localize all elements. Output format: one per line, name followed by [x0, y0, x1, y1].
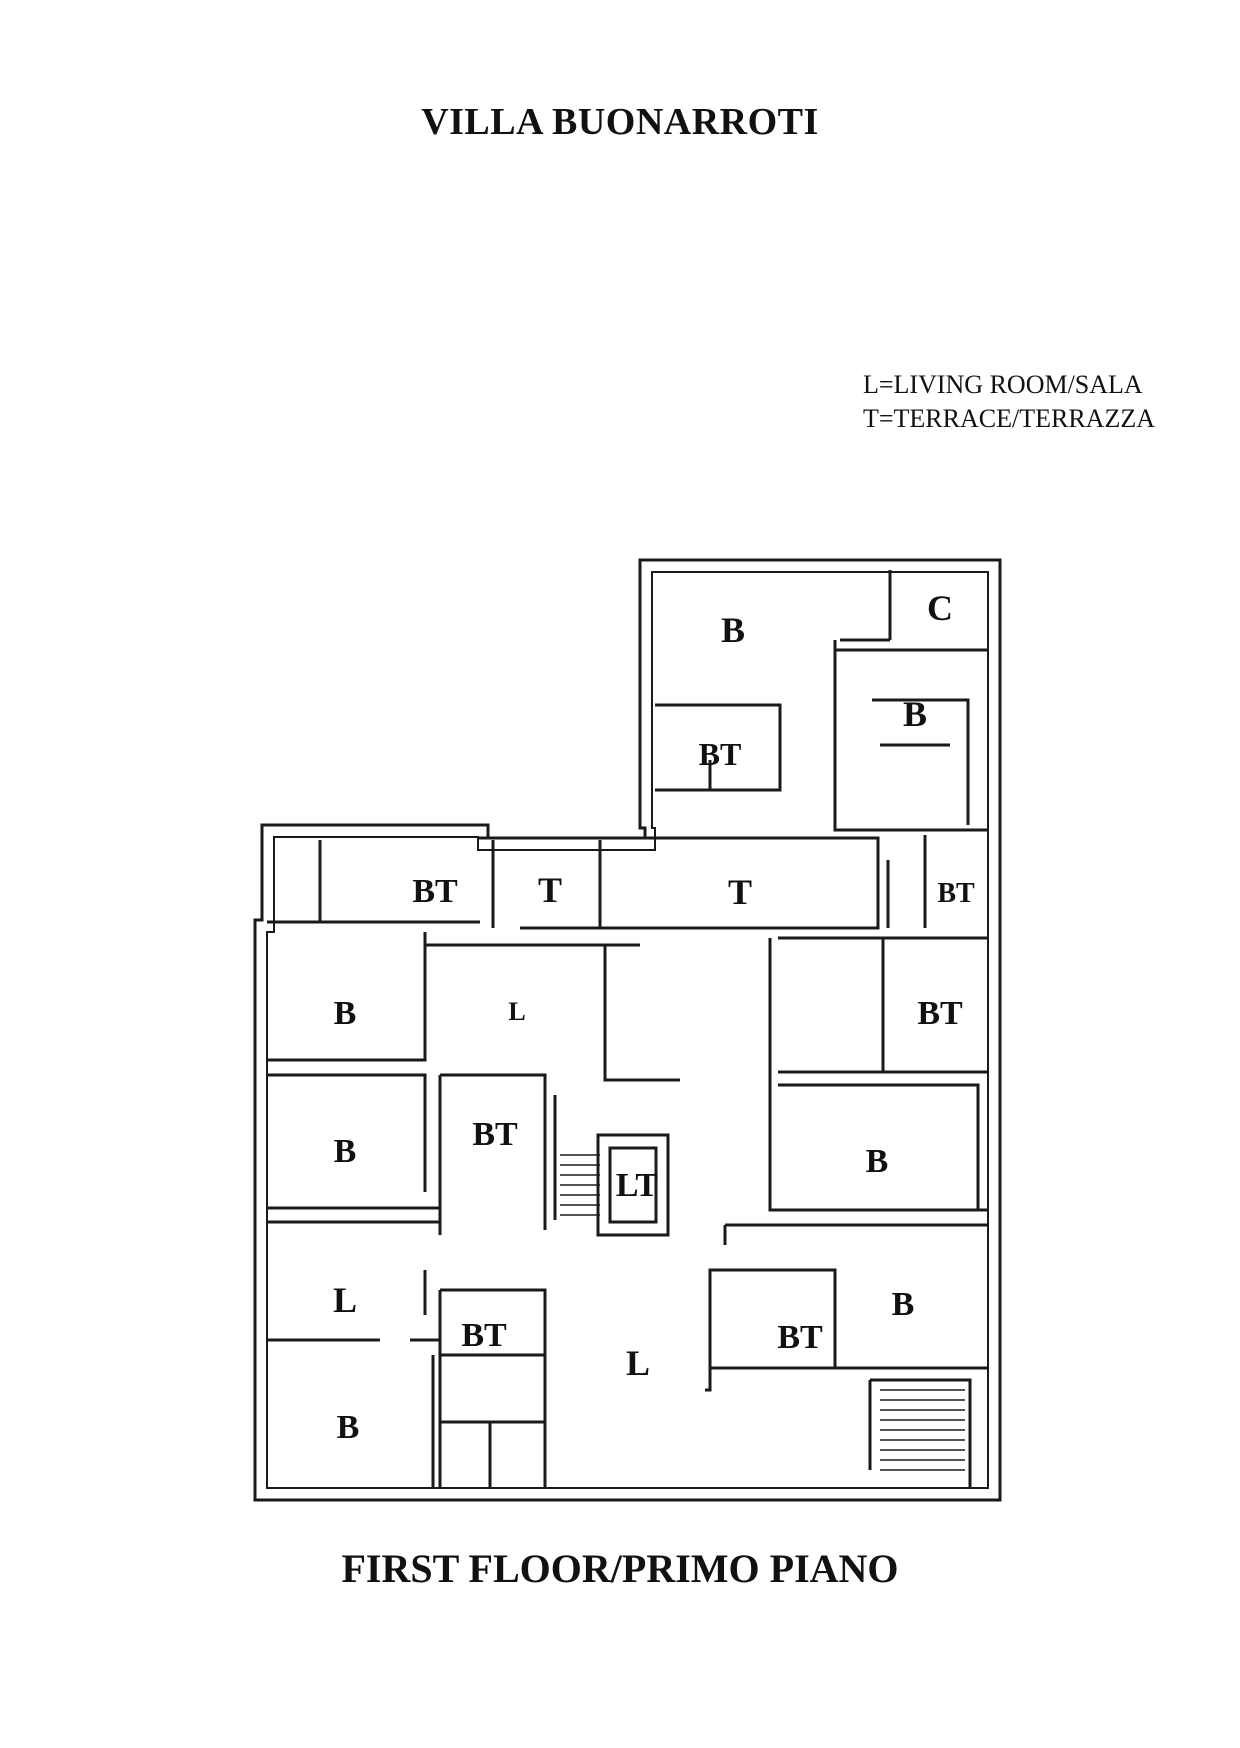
- room-label: BT: [412, 873, 458, 910]
- wall: [478, 836, 880, 930]
- room-label: L: [508, 997, 525, 1026]
- room-label: BT: [937, 878, 975, 909]
- wall: [768, 938, 988, 1212]
- room-label: B: [721, 610, 745, 650]
- wall: [267, 932, 427, 1062]
- legend-living-room: L=LIVING ROOM/SALA: [863, 370, 1143, 399]
- stair-hatch-center: [560, 1154, 600, 1216]
- room-label: B: [866, 1143, 889, 1180]
- floor-caption: FIRST FLOOR/PRIMO PIANO: [341, 1546, 899, 1591]
- room-label: B: [337, 1409, 360, 1446]
- legend-terrace: T=TERRACE/TERRAZZA: [863, 404, 1155, 433]
- wall: [870, 1378, 972, 1488]
- wall: [655, 703, 782, 792]
- room-label: C: [927, 588, 953, 628]
- wall: [608, 1146, 658, 1224]
- wall: [596, 1133, 670, 1237]
- wall: [603, 945, 680, 1082]
- room-label: BT: [917, 995, 963, 1032]
- room-label: LT: [616, 1167, 659, 1204]
- wall: [440, 1073, 547, 1230]
- room-label: B: [334, 995, 357, 1032]
- legend: L=LIVING ROOM/SALA T=TERRACE/TERRAZZA: [863, 368, 1155, 436]
- stair-hatch-right: [880, 1389, 965, 1471]
- room-label: B: [334, 1133, 357, 1170]
- room-label: T: [538, 870, 562, 910]
- room-label: B: [903, 694, 927, 734]
- plan-title: VILLA BUONARROTI: [421, 101, 819, 143]
- room-label: B: [892, 1286, 915, 1323]
- wall: [778, 1083, 980, 1210]
- wall: [833, 640, 988, 832]
- wall: [705, 1368, 712, 1392]
- room-label: L: [626, 1343, 650, 1383]
- wall: [267, 1073, 427, 1192]
- room-label: BT: [777, 1319, 823, 1356]
- room-label: BT: [461, 1317, 507, 1354]
- outer-wall-inner: [266, 571, 989, 1489]
- room-label: L: [333, 1280, 357, 1320]
- room-label: T: [728, 872, 752, 912]
- wall: [872, 698, 970, 825]
- room-label: BT: [699, 736, 742, 772]
- room-label: BT: [472, 1116, 518, 1153]
- outer-wall: [253, 558, 1002, 1502]
